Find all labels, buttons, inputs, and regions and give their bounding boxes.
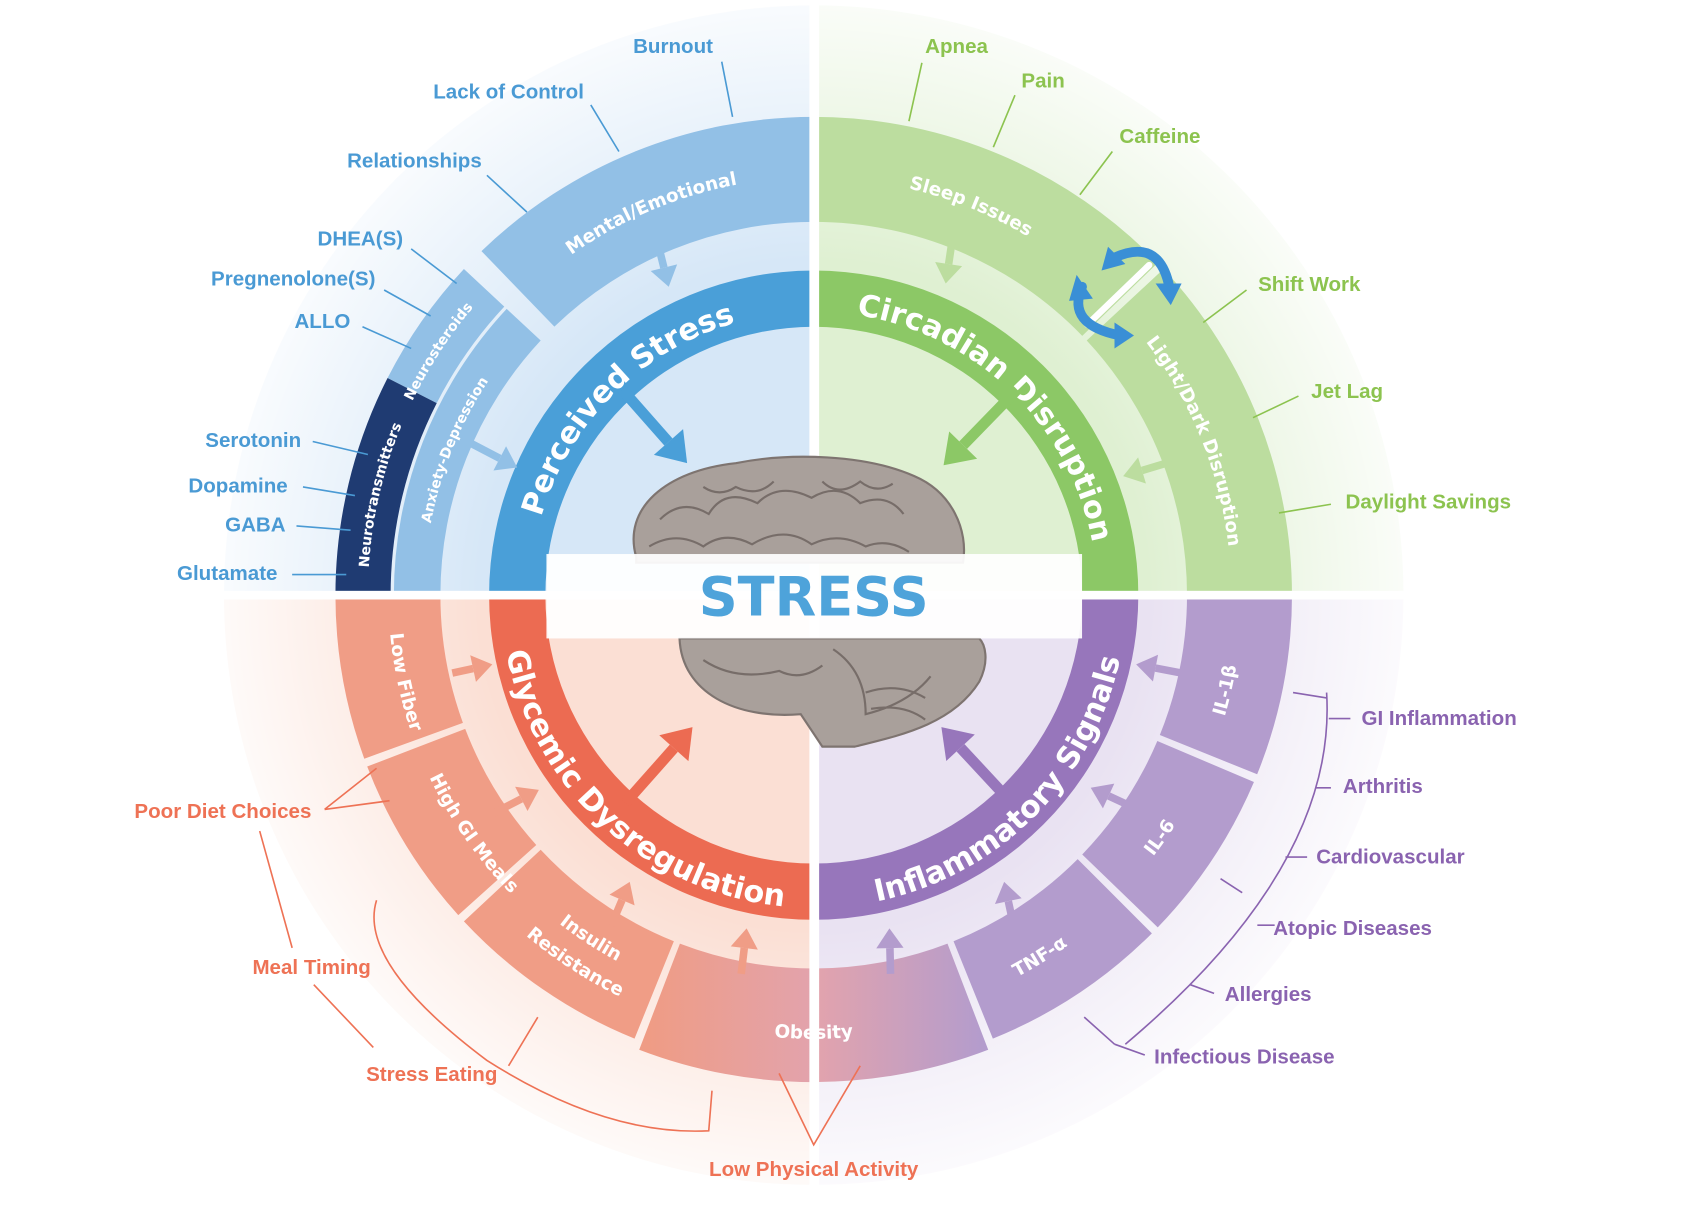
segment-anxiety-depression (393, 308, 541, 596)
brain-illustration (632, 455, 987, 748)
arrow-il6-to-inflammatory (1090, 783, 1133, 810)
segment-neurosteroids (387, 268, 505, 404)
leader-line (992, 94, 1016, 148)
label-cardiovascular: Cardiovascular (1316, 845, 1464, 868)
segment-tnf-alpha (953, 859, 1152, 1039)
arrow-glycemic-to-brain (621, 727, 693, 807)
segment-high-gi-meals (367, 728, 537, 916)
arrow-circadian-to-brain (943, 385, 1022, 466)
arrow-insulin-to-glycemic (607, 881, 635, 927)
label-allergies: Allergies (1225, 983, 1312, 1006)
arrow-highgi-to-glycemic (490, 786, 539, 818)
label-jet-lag: Jet Lag (1311, 380, 1383, 403)
leader-line (312, 440, 369, 456)
leader-line (590, 104, 620, 152)
leader-line (258, 767, 861, 1147)
segment-il1b (1159, 595, 1292, 775)
ring-inflammatory-signals (813, 595, 1139, 920)
label-relationships: Relationships (347, 150, 482, 173)
label-stress-eating: Stress Eating (366, 1063, 497, 1086)
inner-ring (489, 270, 1139, 920)
label-allo: ALLO (294, 310, 350, 333)
arrows (451, 239, 1183, 975)
stress-banner (546, 554, 1083, 639)
arrow-perceived-to-brain (618, 385, 688, 464)
leader-line (383, 289, 432, 317)
label-lack-of-control: Lack of Control (433, 80, 584, 103)
label-poor-diet-choices: Poor Diet Choices (134, 800, 311, 823)
arrow-anxiety-to-perceived (465, 438, 518, 471)
leader-line (1252, 395, 1299, 419)
leader-lines (258, 61, 1351, 1147)
arrow-inflammatory-to-brain (941, 727, 1016, 807)
leader-line (1202, 289, 1248, 324)
leader-line (908, 62, 923, 122)
leader-line (486, 174, 528, 213)
segment-il6 (1082, 741, 1254, 928)
label-burnout: Burnout (633, 35, 713, 58)
leader-line (1083, 691, 1351, 1056)
label-low-physical-activity: Low Physical Activity (709, 1158, 919, 1181)
label-caffeine: Caffeine (1119, 125, 1200, 148)
label-meal-timing: Meal Timing (252, 956, 370, 979)
label-shift-work: Shift Work (1258, 273, 1361, 296)
arrow-obesity-to-inflammatory (876, 928, 904, 974)
segment-insulin-resistance (463, 849, 674, 1039)
segment-light-dark-disruption (1086, 268, 1292, 596)
segment-mental-emotional (481, 116, 814, 327)
label-serotonin: Serotonin (205, 429, 301, 452)
arrow-tnf-to-inflammatory (994, 881, 1022, 923)
label-gi-inflammation: GI Inflammation (1361, 707, 1516, 730)
swap-arrows-icon (1069, 246, 1182, 349)
arrow-il1b-to-inflammatory (1136, 654, 1183, 682)
label-gaba: GABA (225, 513, 286, 536)
label-glutamate: Glutamate (177, 562, 277, 585)
arrow-lowfiber-to-glycemic (451, 655, 493, 682)
leader-line (362, 326, 412, 350)
leader-line (1278, 503, 1332, 514)
arrow-lightdark-to-circadian (1123, 457, 1168, 484)
segment-neurotransmitters (335, 378, 437, 596)
leader-line (302, 486, 356, 497)
label-infectious-disease: Infectious Disease (1154, 1046, 1334, 1069)
obesity-label: Obesity (774, 1021, 854, 1044)
label-pain: Pain (1021, 70, 1064, 93)
arrow-sleep-to-circadian (935, 239, 963, 284)
ring-circadian-disruption (813, 270, 1139, 596)
middle-ring (335, 116, 1292, 1083)
label-arthritis: Arthritis (1343, 775, 1423, 798)
ring-glycemic-dysregulation (489, 595, 814, 920)
segment-sleep-issues (813, 116, 1158, 336)
segment-low-fiber (335, 595, 463, 759)
leader-line (296, 525, 351, 532)
leader-line (1079, 151, 1113, 196)
label-dhea: DHEA(S) (318, 228, 404, 251)
label-pregnenolone: Pregnenolone(S) (211, 268, 375, 291)
label-dopamine: Dopamine (188, 474, 287, 497)
stress-title: STRESS (699, 566, 929, 629)
arrow-obesity-to-glycemic (730, 928, 758, 975)
label-daylight-savings: Daylight Savings (1346, 491, 1512, 514)
leader-line (410, 248, 458, 285)
label-atopic-diseases: Atopic Diseases (1273, 917, 1432, 940)
label-apnea: Apnea (925, 35, 988, 58)
leader-line (720, 61, 734, 118)
arrow-mental-to-perceived (650, 242, 678, 287)
ring-perceived-stress (489, 270, 814, 596)
